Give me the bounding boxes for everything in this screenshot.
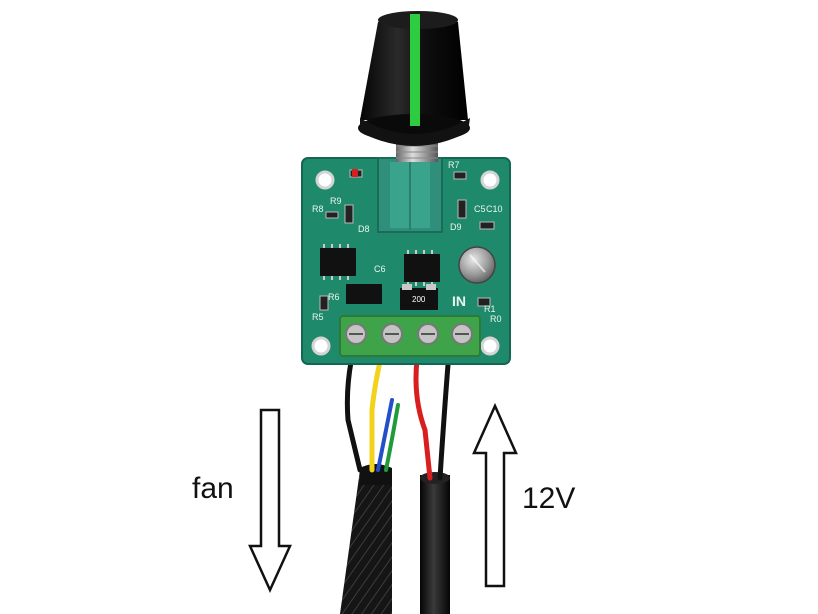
terminal-block <box>339 315 481 357</box>
ic-chip <box>404 254 440 282</box>
led-indicator <box>352 169 358 177</box>
supply-arrow-up-icon <box>472 402 518 588</box>
mounting-hole <box>480 170 500 190</box>
pwm-board: R7 R8 R9 R5 R6 R0 D8 D9 C5 C10 C6 R1 200… <box>301 157 511 365</box>
supply-voltage-label: 12V <box>522 482 576 515</box>
mounting-hole <box>480 336 500 356</box>
mounting-hole <box>315 170 335 190</box>
fan-cable <box>340 464 392 614</box>
silk-c5: C5 <box>474 204 486 214</box>
fan-label: fan <box>192 472 234 505</box>
silk-d8: D8 <box>358 224 370 234</box>
silk-d9: D9 <box>450 222 462 232</box>
knob-indicator-stripe <box>410 14 420 126</box>
ic-chip <box>320 248 356 276</box>
silk-c6: C6 <box>374 264 386 274</box>
mounting-hole <box>311 336 331 356</box>
silk-r0: R0 <box>490 314 502 324</box>
silk-in: IN <box>452 293 466 309</box>
silk-r8: R8 <box>312 204 324 214</box>
silk-r9: R9 <box>330 196 342 206</box>
inductor <box>400 288 438 310</box>
mosfet <box>346 284 382 304</box>
terminal-screws <box>345 323 473 345</box>
supply-cable <box>420 472 450 614</box>
speed-knob <box>358 11 470 162</box>
silk-r5: R5 <box>312 312 324 322</box>
silk-r6: R6 <box>328 292 340 302</box>
silk-cap-value: 200 <box>412 295 426 304</box>
fan-arrow-down-icon <box>248 408 292 594</box>
silk-c10: C10 <box>486 204 503 214</box>
silk-r1: R1 <box>484 304 496 314</box>
silk-r7: R7 <box>448 160 460 170</box>
capacitor <box>458 246 496 284</box>
